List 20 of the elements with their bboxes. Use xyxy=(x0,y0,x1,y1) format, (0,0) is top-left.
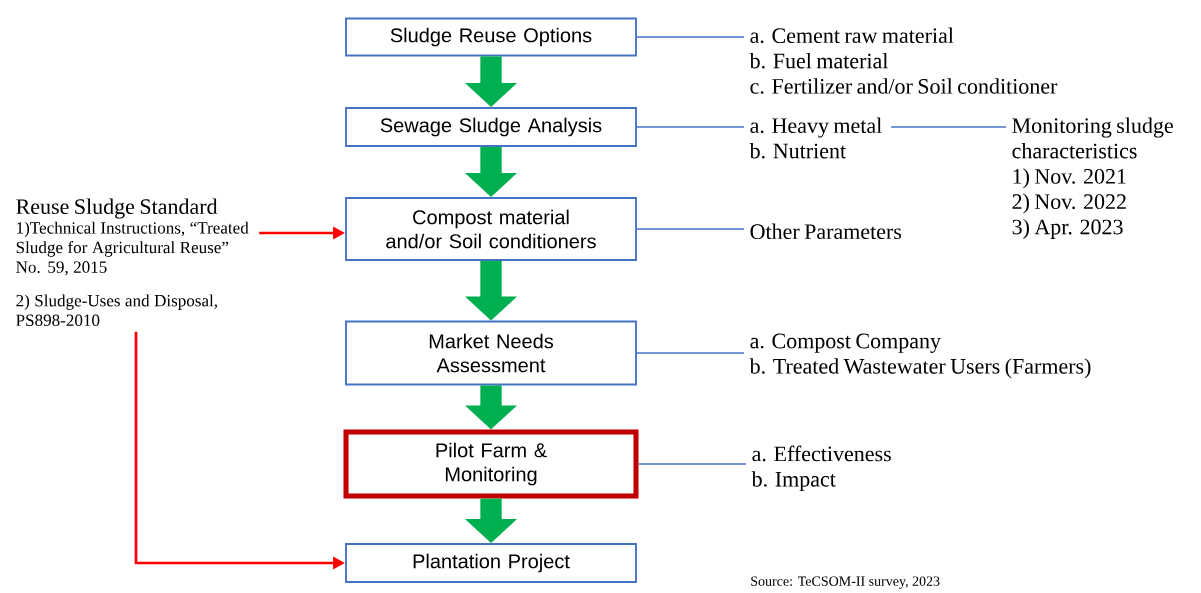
list-text: a. Cement raw material b. Fuel material c. Fertilizer and/or Soil conditioner xyxy=(749,27,1058,94)
process-box: Market Needs Assessment xyxy=(345,320,637,386)
list-text: a. Heavy metal b. Nutrient xyxy=(749,117,882,159)
connector-line xyxy=(890,126,1007,128)
process-box: Plantation Project xyxy=(345,543,637,583)
connector-line xyxy=(636,36,745,38)
process-box: Sewage Sludge Analysis xyxy=(345,107,637,147)
source-note: Source: TeCSOM-II survey, 2023 xyxy=(751,576,940,589)
list-text: Monitoring sludge characteristics 1) Nov. 2021 2) Nov. 2022 3) Apr. 2023 xyxy=(1012,117,1173,239)
connector-line xyxy=(637,463,747,465)
list-text: Other Parameters xyxy=(750,223,902,240)
connector-line xyxy=(636,352,745,354)
note-text: Reuse Sludge Standard 1)Technical Instructions, “Treated Sludge for Agricultural Reuse” No. 59, 2015 2) Sludge-Uses and Disposal, PS898-2010 xyxy=(16,198,249,327)
process-box: Compost material and/or Soil conditioners xyxy=(345,197,637,261)
connector-line xyxy=(636,126,745,128)
process-box: Pilot Farm & Monitoring xyxy=(343,429,639,499)
connector-line xyxy=(636,228,745,230)
list-text: a. Effectiveness b. Impact xyxy=(751,445,891,492)
process-box: Sludge Reuse Options xyxy=(345,17,637,57)
list-text: a. Compost Company b. Treated Wastewater Users (Farmers) xyxy=(749,333,1091,379)
